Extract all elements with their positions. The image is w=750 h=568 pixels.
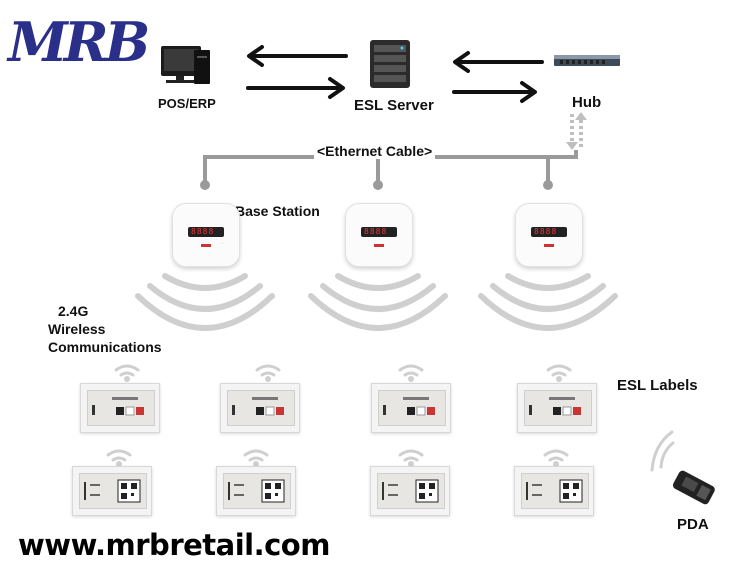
wireless-label: 2.4G Wireless Communications: [48, 302, 162, 356]
wifi-icon: [398, 364, 424, 382]
wifi-icon: [546, 364, 572, 382]
esl-label-icon: [514, 466, 594, 516]
ethernet-cable-label: <Ethernet Cable>: [314, 143, 436, 159]
pda-label: PDA: [677, 516, 709, 533]
wifi-icon: [114, 364, 140, 382]
wifi-icon: [398, 449, 424, 467]
hub-link-arrows: [566, 112, 587, 150]
base-station-icon: [345, 203, 413, 267]
pda-icon: [672, 470, 715, 505]
server-icon: [370, 40, 410, 88]
esl-label-icon: [216, 466, 296, 516]
hub-label: Hub: [572, 94, 602, 111]
base-station-label: Base Station: [235, 203, 320, 219]
wireless-label-line1: 2.4G: [58, 303, 89, 319]
pos-server-arrows: [246, 45, 348, 99]
base-station-icon: [515, 203, 583, 267]
esl-label-icon: [517, 383, 597, 433]
esl-label-icon: [220, 383, 300, 433]
base-station-icon: [172, 203, 240, 267]
wifi-icon: [106, 449, 132, 467]
computer-icon: [161, 46, 210, 84]
wireless-waves: [135, 273, 618, 331]
esl-labels-label: ESL Labels: [617, 377, 698, 394]
mrb-logo: MRB: [8, 10, 150, 74]
pos-erp-label: POS/ERP: [158, 96, 216, 111]
esl-label-icon: [371, 383, 451, 433]
esl-label-icon: [370, 466, 450, 516]
wifi-icon: [543, 449, 569, 467]
esl-label-icon: [80, 383, 160, 433]
wifi-icon: [650, 430, 675, 472]
wireless-label-line2: Wireless: [48, 321, 106, 337]
wifi-icon: [243, 449, 269, 467]
wifi-icon: [255, 364, 281, 382]
website-url[interactable]: www.mrbretail.com: [18, 528, 330, 562]
server-hub-arrows: [452, 51, 544, 103]
esl-label-icon: [72, 466, 152, 516]
hub-icon: [554, 55, 620, 66]
esl-server-label: ESL Server: [354, 97, 434, 114]
wireless-label-line3: Communications: [48, 339, 162, 355]
